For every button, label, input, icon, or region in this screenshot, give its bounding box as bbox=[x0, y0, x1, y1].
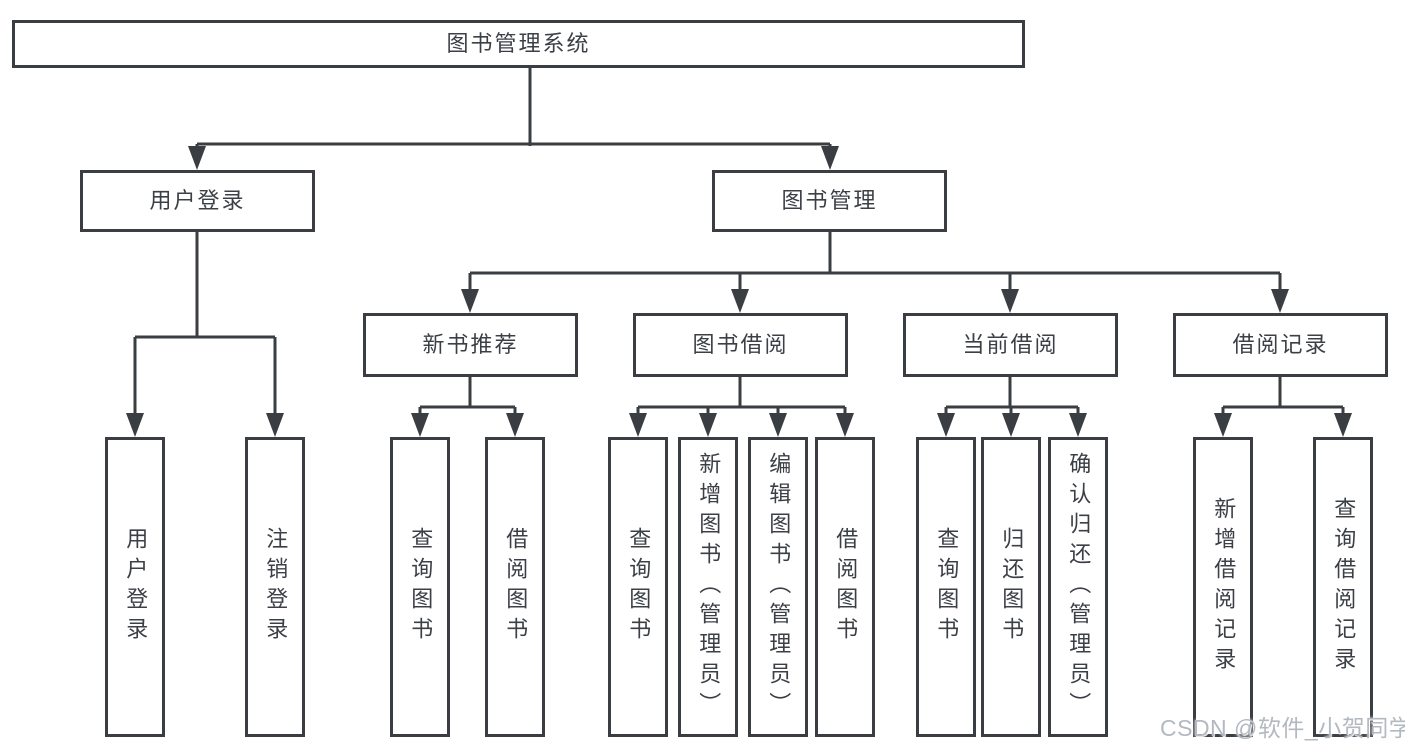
leaf-current-query-books: 查询图书 bbox=[916, 437, 976, 737]
node-current-borrowing: 当前借阅 bbox=[903, 313, 1118, 377]
leaf-logout: 注销登录 bbox=[245, 437, 305, 737]
node-borrowing-records: 借阅记录 bbox=[1173, 313, 1388, 377]
leaf-borrow-query-books: 查询图书 bbox=[608, 437, 668, 737]
node-new-book-recommendation: 新书推荐 bbox=[363, 313, 578, 377]
leaf-newbook-query-books: 查询图书 bbox=[390, 437, 450, 737]
leaf-borrow-add-books-admin: 新增图书（管理员） bbox=[678, 437, 738, 737]
leaf-borrow-borrow-books: 借阅图书 bbox=[815, 437, 875, 737]
leaf-records-add-record: 新增借阅记录 bbox=[1193, 437, 1253, 737]
leaf-current-return-books: 归还图书 bbox=[981, 437, 1041, 737]
leaf-current-confirm-return-admin: 确认归还（管理员） bbox=[1048, 437, 1108, 737]
leaf-newbook-borrow-books: 借阅图书 bbox=[485, 437, 545, 737]
leaf-user-login: 用户登录 bbox=[105, 437, 165, 737]
node-library-system: 图书管理系统 bbox=[12, 20, 1025, 68]
node-book-borrowing: 图书借阅 bbox=[633, 313, 848, 377]
node-book-management: 图书管理 bbox=[712, 170, 947, 232]
leaf-records-query-record: 查询借阅记录 bbox=[1313, 437, 1373, 737]
leaf-borrow-edit-books-admin: 编辑图书（管理员） bbox=[748, 437, 808, 737]
node-user-login: 用户登录 bbox=[80, 170, 315, 232]
watermark: CSDN @软件_小贺同学 bbox=[1160, 715, 1405, 741]
